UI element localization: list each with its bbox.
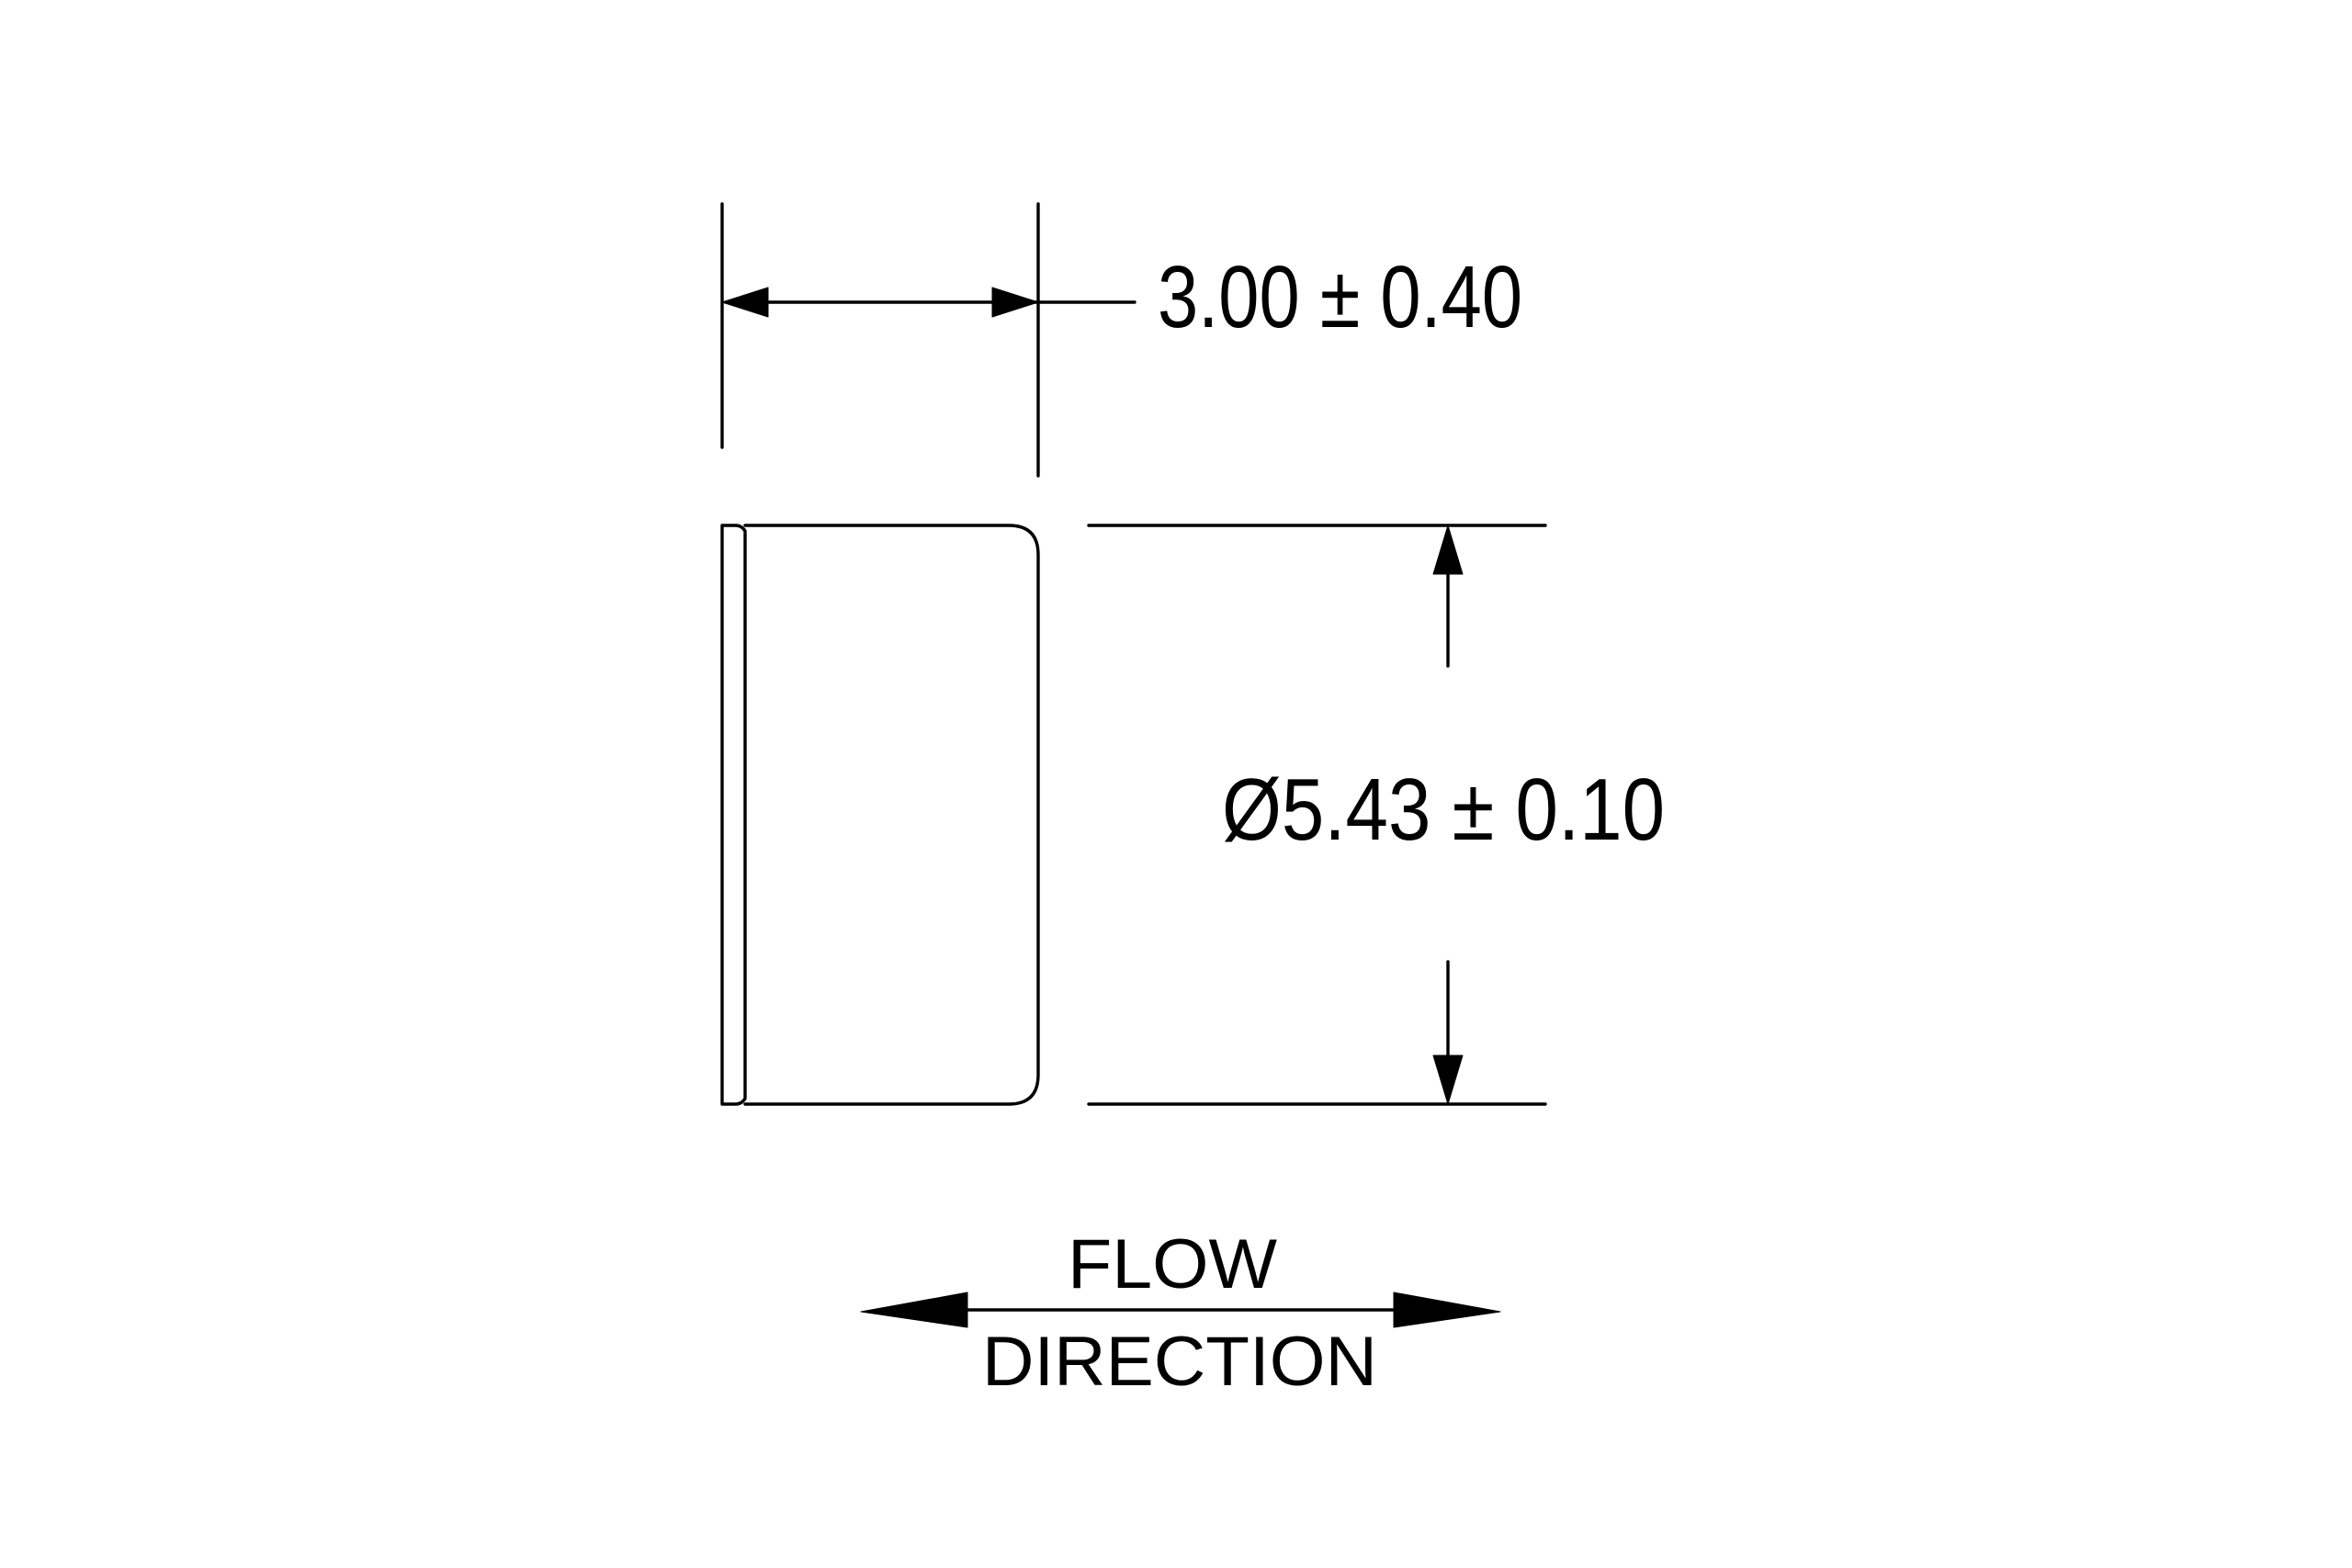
flow-arrowhead-left [860,1292,968,1328]
width-arrowhead-right [991,287,1039,318]
part-body [743,524,1040,1106]
diameter-dimension-label: Ø5.43 ± 0.10 [1222,761,1665,859]
part-side-view [720,524,1040,1106]
width-dimension-label: 3.00 ± 0.40 [1158,248,1522,346]
flow-direction-indicator: FLOW DIRECTION [860,1225,1501,1401]
diameter-arrowhead-top [1432,525,1464,575]
direction-label: DIRECTION [982,1323,1377,1401]
width-dimension: 3.00 ± 0.40 [720,202,1522,478]
width-arrowhead-left [721,287,769,318]
diameter-arrowhead-bottom [1432,1055,1464,1105]
flow-label: FLOW [1068,1225,1277,1303]
flow-arrowhead-right [1393,1292,1501,1328]
diameter-dimension: Ø5.43 ± 0.10 [1087,524,1665,1106]
part-flange [720,524,747,1106]
